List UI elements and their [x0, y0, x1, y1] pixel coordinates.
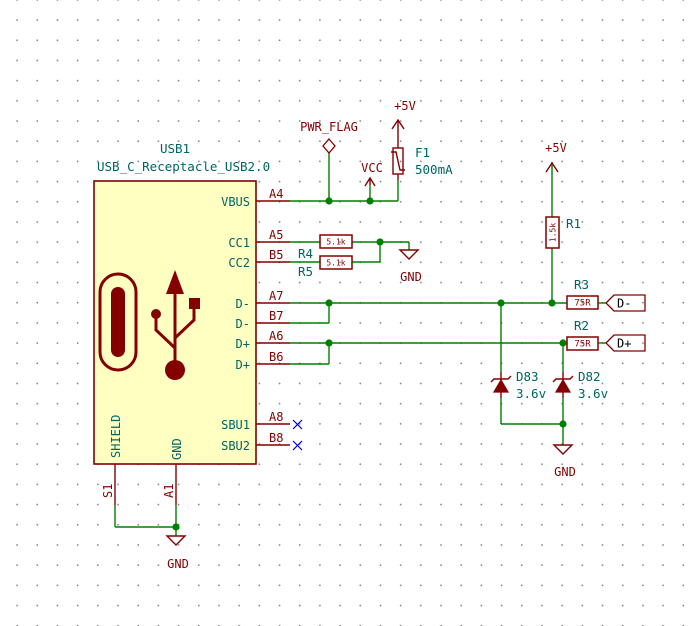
fuse-ref: F1	[415, 145, 430, 160]
pin-num-a4: A4	[269, 187, 283, 201]
r5-ref: R5	[298, 264, 313, 279]
label-dplus[interactable]: D+	[605, 334, 646, 352]
no-connect-markers	[292, 419, 303, 451]
d83-triangle	[492, 378, 510, 393]
pin-name-sbu1: SBU1	[221, 418, 250, 432]
r4-value: 5.1k	[326, 238, 345, 247]
pin-num-b7: B7	[269, 309, 283, 323]
d82-triangle	[554, 378, 572, 393]
usb-value: USB_C_Receptacle_USB2.0	[97, 159, 270, 174]
pin-num-a7: A7	[269, 289, 283, 303]
label-dplus-frame	[605, 334, 646, 352]
r3-value: 75R	[574, 299, 591, 309]
r2-ref: R2	[574, 318, 589, 333]
pin-name-cc1: CC1	[228, 236, 250, 250]
r5-value: 5.1k	[326, 259, 345, 268]
pwr-flag-label: PWR_FLAG	[300, 120, 358, 134]
label-dplus-text: D+	[617, 337, 631, 351]
pin-num-s1: S1	[101, 484, 115, 498]
plus5v-top-symbol[interactable]: +5V	[391, 99, 416, 140]
d82-ref: D82	[578, 369, 601, 384]
gnd-cc-label: GND	[400, 270, 422, 284]
r3-body	[566, 295, 599, 310]
junctions	[172, 197, 567, 531]
pin-name-vbus: VBUS	[221, 195, 250, 209]
usb-trident-icon	[151, 270, 200, 380]
pin-num-a6: A6	[269, 329, 283, 343]
pin-num-b5: B5	[269, 248, 283, 262]
d83-ref: D83	[516, 369, 539, 384]
usb-ref: USB1	[160, 141, 190, 156]
d83-value: 3.6v	[516, 386, 546, 401]
gnd-symbol-cc[interactable]: GND	[398, 249, 422, 284]
diode-d83[interactable]: D83 3.6v	[490, 369, 546, 401]
pin-name-gnd: GND	[170, 438, 184, 460]
pwr-flag-diamond	[322, 138, 336, 154]
ptc-mark	[391, 151, 405, 171]
vcc-label: VCC	[361, 161, 383, 175]
pin-num-b8: B8	[269, 431, 283, 445]
resistor-r4[interactable]: 5.1k R4	[298, 234, 353, 261]
resistor-r2[interactable]: 75R R2	[566, 318, 599, 351]
r1-ref: R1	[566, 216, 581, 231]
pin-num-a1: A1	[162, 484, 176, 498]
usb-c-receptacle-icon	[98, 272, 138, 372]
right-pin-stubs	[256, 200, 290, 446]
pin-name-dminus-b: D-	[236, 317, 250, 331]
gnd-symbol-diodes[interactable]: GND	[552, 444, 576, 479]
diode-d82[interactable]: D82 3.6v	[552, 369, 608, 401]
pin-num-a5: A5	[269, 228, 283, 242]
r3-ref: R3	[574, 277, 589, 292]
pin-name-dplus-a: D+	[236, 337, 250, 351]
gnd-symbol-bottom[interactable]: GND	[165, 535, 189, 571]
resistor-r5[interactable]: 5.1k R5	[298, 255, 353, 279]
r4-ref: R4	[298, 246, 313, 261]
plus5v-top-label: +5V	[394, 99, 416, 113]
gnd-bottom-label: GND	[167, 557, 189, 571]
pin-num-a8: A8	[269, 410, 283, 424]
d82-value: 3.6v	[578, 386, 608, 401]
r2-value: 75R	[574, 340, 591, 350]
vcc-symbol[interactable]: VCC	[361, 161, 383, 187]
label-dminus-frame	[605, 294, 646, 312]
pin-name-shield: SHIELD	[109, 415, 123, 458]
pin-name-sbu2: SBU2	[221, 439, 250, 453]
pwr-flag-symbol[interactable]: PWR_FLAG	[300, 120, 358, 154]
r5-body	[319, 255, 353, 270]
r1-value: 1.5k	[549, 223, 558, 242]
resistor-r1[interactable]: 1.5k R1	[545, 216, 581, 249]
pin-name-dminus-a: D-	[236, 297, 250, 311]
usb-c-connector[interactable]: USB1 USB_C_Receptacle_USB2.0	[93, 141, 290, 505]
r4-body	[319, 234, 353, 249]
r1-body	[545, 216, 560, 249]
plus5v-right-symbol[interactable]: +5V	[545, 141, 567, 173]
r2-body	[566, 336, 599, 351]
resistor-r3[interactable]: 75R R3	[566, 277, 599, 310]
pin-num-b6: B6	[269, 350, 283, 364]
fuse-f1[interactable]: F1 500mA	[391, 140, 453, 180]
pin-name-cc2: CC2	[228, 256, 250, 270]
fuse-value: 500mA	[415, 162, 453, 177]
label-dminus[interactable]: D-	[605, 294, 646, 312]
gnd-diodes-label: GND	[554, 465, 576, 479]
pin-name-dplus-b: D+	[236, 358, 250, 372]
label-dminus-text: D-	[617, 297, 631, 311]
wires	[114, 153, 606, 536]
plus5v-right-label: +5V	[545, 141, 567, 155]
